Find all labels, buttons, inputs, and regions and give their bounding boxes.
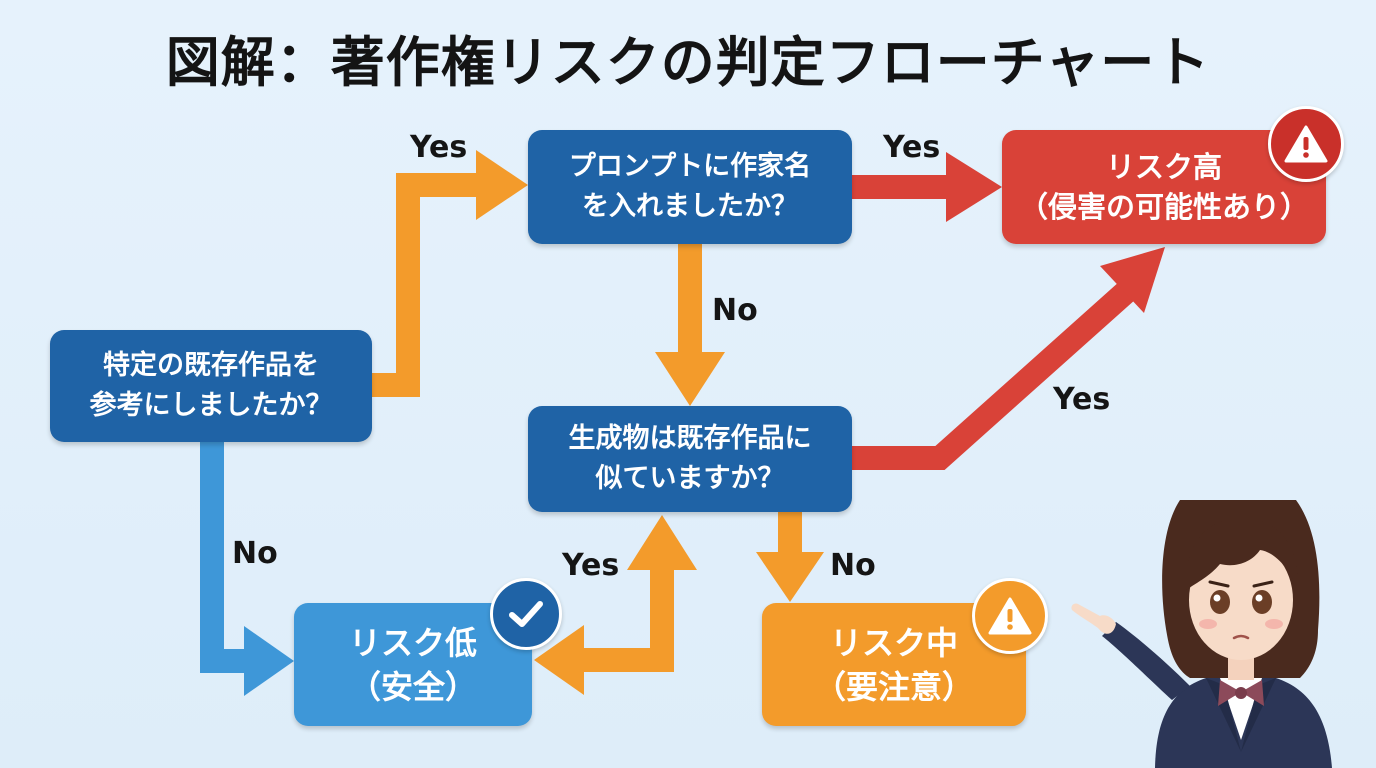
arrow-q1-to-q2 (372, 150, 528, 397)
edge-label-q1-no: No (232, 536, 278, 571)
check-icon (490, 578, 562, 650)
pointing-girl-illustration (1071, 500, 1332, 768)
arrow-q2-to-q3 (655, 244, 725, 406)
question-output-similar: 生成物は既存作品に 似ていますか？ (528, 406, 852, 512)
result-low-risk: リスク低 （安全） (294, 603, 532, 726)
edge-label-q2-yes: Yes (883, 130, 941, 165)
arrow-q3-to-mid (756, 512, 824, 602)
edge-label-q2-no: No (712, 293, 758, 328)
edge-label-q3-no: No (830, 548, 876, 583)
edge-label-q1-yes: Yes (410, 130, 468, 165)
arrow-q1-to-low (200, 442, 294, 696)
edge-label-low-yes: Yes (562, 548, 620, 583)
warning-icon (972, 578, 1048, 654)
arrow-q2-to-high (852, 152, 1002, 222)
page-title: 図解：著作権リスクの判定フローチャート (165, 31, 1211, 94)
arrow-low-to-q3 (534, 515, 697, 695)
question-reference-existing-work: 特定の既存作品を 参考にしましたか？ (50, 330, 372, 442)
edge-label-q3-yes: Yes (1053, 382, 1111, 417)
question-author-name-in-prompt: プロンプトに作家名 を入れましたか？ (528, 130, 852, 244)
arrow-q3-to-high (852, 247, 1165, 470)
warning-icon (1268, 106, 1344, 182)
